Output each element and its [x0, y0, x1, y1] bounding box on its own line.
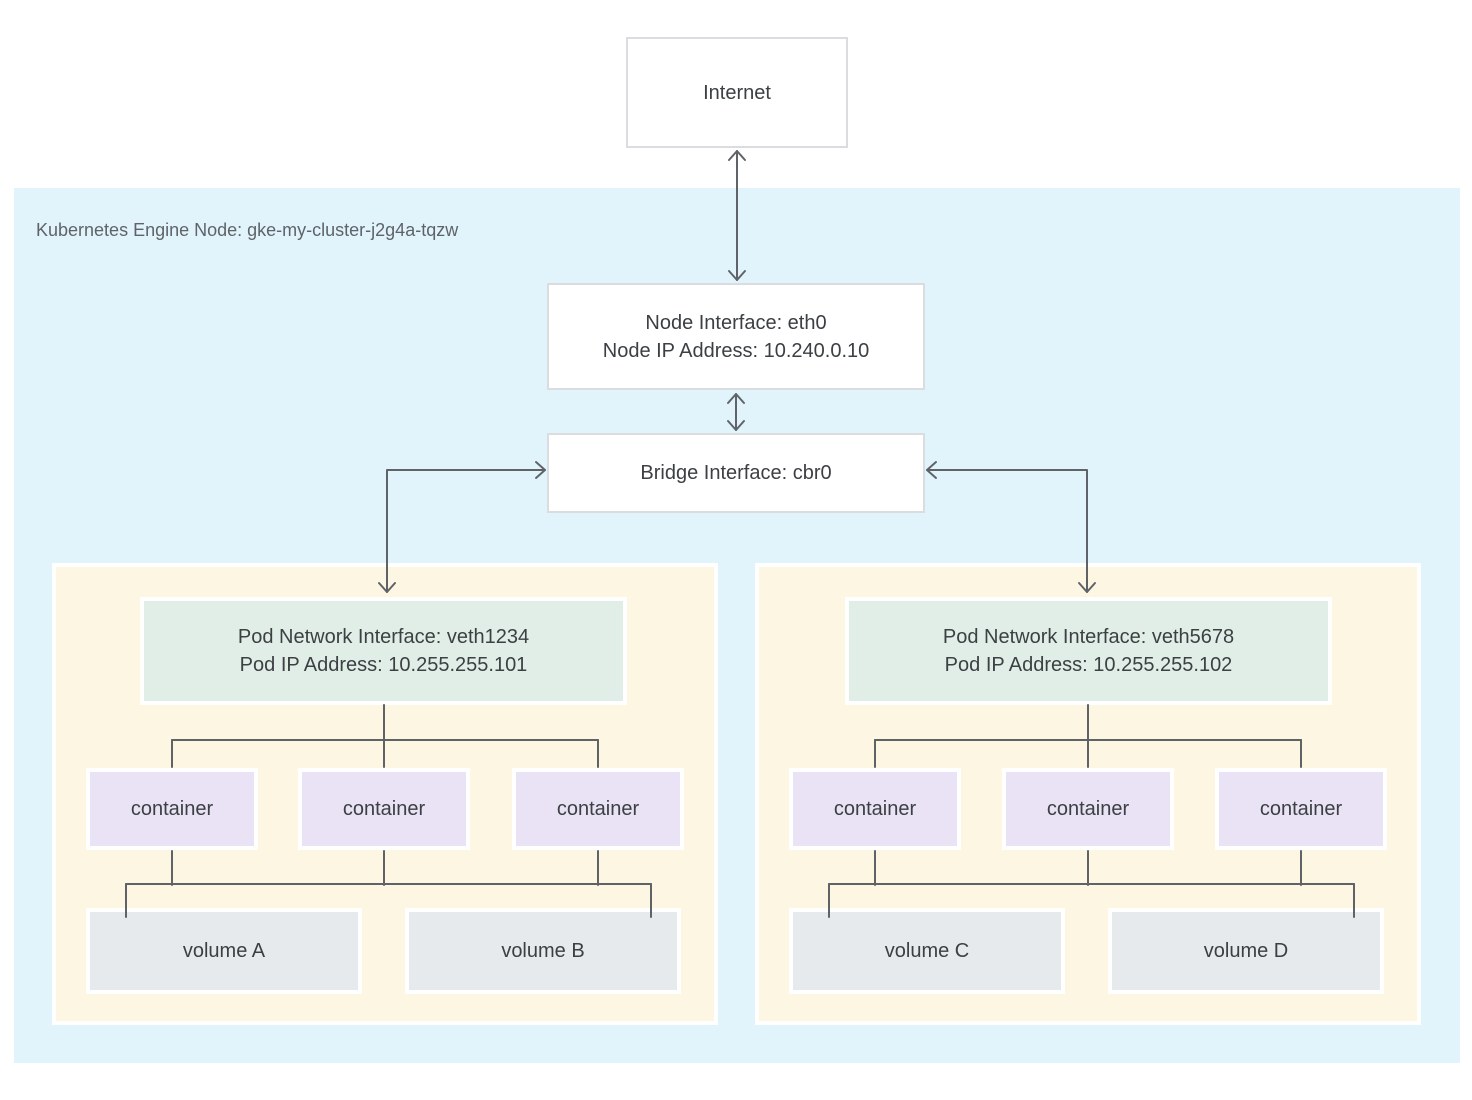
pod-1-ip-address: Pod IP Address: 10.255.255.101	[239, 654, 528, 676]
pod-1-volume-b: volume B	[405, 908, 681, 994]
volume-label: volume B	[501, 940, 585, 962]
bridge-interface-box: Bridge Interface: cbr0	[547, 433, 925, 513]
pod-1-container-3: container	[512, 768, 684, 850]
node-ip-address: Node IP Address: 10.240.0.10	[602, 339, 870, 362]
bridge-interface-label: Bridge Interface: cbr0	[640, 462, 832, 484]
internet-box: Internet	[626, 37, 848, 148]
volume-label: volume D	[1203, 940, 1289, 962]
pod-2-volume-d: volume D	[1108, 908, 1384, 994]
container-label: container	[130, 798, 214, 820]
container-label: container	[342, 798, 426, 820]
container-label: container	[1259, 798, 1343, 820]
node-interface-box: Node Interface: eth0 Node IP Address: 10…	[547, 283, 925, 390]
pod-2-ip-address: Pod IP Address: 10.255.255.102	[944, 654, 1233, 676]
pod-2-network-interface-box: Pod Network Interface: veth5678 Pod IP A…	[845, 597, 1332, 705]
pod-1-volume-a: volume A	[86, 908, 362, 994]
pod-1-container-1: container	[86, 768, 258, 850]
container-label: container	[556, 798, 640, 820]
pod-1-network-interface-box: Pod Network Interface: veth1234 Pod IP A…	[140, 597, 627, 705]
kubernetes-node-label: Kubernetes Engine Node: gke-my-cluster-j…	[36, 220, 459, 240]
internet-label: Internet	[703, 81, 771, 104]
node-interface-name: Node Interface: eth0	[645, 311, 827, 334]
container-label: container	[833, 798, 917, 820]
pod-2-interface-name: Pod Network Interface: veth5678	[942, 626, 1235, 648]
pod-2-container-2: container	[1002, 768, 1174, 850]
pod-2-volume-c: volume C	[789, 908, 1065, 994]
pod-2-container-1: container	[789, 768, 961, 850]
container-label: container	[1046, 798, 1130, 820]
volume-label: volume C	[884, 940, 970, 962]
pod-1-container-2: container	[298, 768, 470, 850]
pod-1-interface-name: Pod Network Interface: veth1234	[237, 626, 530, 648]
pod-2-container-3: container	[1215, 768, 1387, 850]
volume-label: volume A	[182, 940, 266, 962]
